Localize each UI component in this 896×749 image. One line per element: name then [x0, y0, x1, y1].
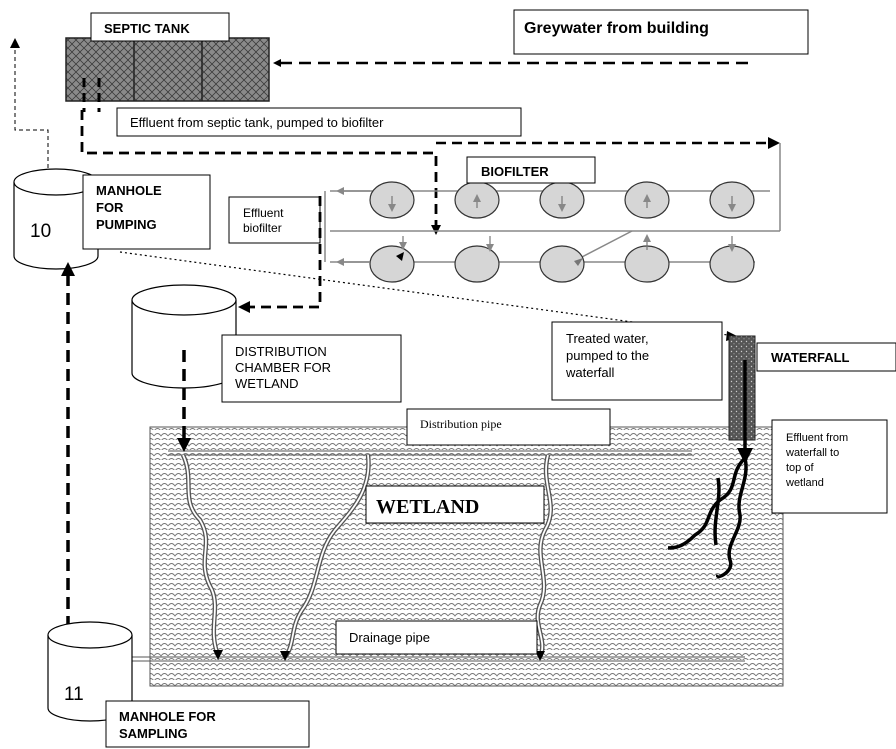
sampling-to-pumping-arrowhead — [61, 262, 75, 276]
biofilter — [324, 143, 781, 283]
greywater-label-box — [513, 9, 809, 55]
effluent-septic-label: Effluent from septic tank, pumped to bio… — [130, 115, 384, 130]
wetland-flow-channels — [180, 454, 553, 659]
waterfall-label-box — [756, 342, 896, 372]
wetland-label: WETLAND — [376, 496, 479, 518]
distribution-chamber — [131, 284, 237, 389]
manhole-sampling-label: MANHOLE FOR SAMPLING — [119, 709, 219, 741]
waterfall-effluent-channels — [667, 456, 748, 579]
effluent-septic-label-box — [116, 107, 522, 137]
manhole-sampling-number: 11 — [64, 684, 84, 705]
chamber-to-wetland-arrowhead — [177, 438, 191, 452]
distribution-chamber-label-box — [221, 334, 402, 403]
biofilter-to-chamber-route — [244, 196, 322, 309]
septic-outlet-pipes — [82, 78, 101, 112]
treated-water-label-box — [551, 321, 723, 401]
manhole-pumping-label-box — [82, 174, 211, 250]
septic-tank — [65, 37, 270, 102]
greywater-label: Greywater from building — [524, 20, 709, 37]
treated-water-label: Treated water, pumped to the waterfall — [565, 331, 653, 380]
effluent-biofilter-label: Effluent biofilter — [243, 206, 287, 235]
manhole-pumping-number: 10 — [30, 221, 51, 242]
distribution-pipe-label: Distribution pipe — [420, 417, 502, 431]
biofilter-label-box — [466, 156, 596, 184]
wetland-label-box — [365, 485, 545, 524]
manhole-sampling-label-box — [105, 700, 310, 748]
distribution-pipe-label-box — [406, 408, 611, 446]
waterfall-label: WATERFALL — [771, 350, 850, 365]
waterfall-structure — [728, 335, 756, 441]
effluent-biofilter-label-box — [228, 196, 321, 244]
biofilter-to-chamber-arrowhead — [238, 301, 250, 313]
treated-water-pump-line — [119, 251, 736, 337]
biofilter-label: BIOFILTER — [481, 164, 549, 179]
waterfall-outlet-arrowhead — [737, 448, 753, 464]
manhole-outlet-line — [14, 45, 49, 168]
effluent-top-arrowhead — [768, 137, 780, 149]
drainage-pipe-label: Drainage pipe — [349, 630, 430, 645]
distribution-chamber-label: DISTRIBUTION CHAMBER FOR WETLAND — [235, 344, 335, 391]
manhole-outlet-arrowhead — [10, 38, 20, 48]
manhole-sampling — [47, 621, 133, 722]
septic-tank-label-box — [90, 12, 230, 42]
effluent-waterfall-label: Effluent from waterfall to top of wetlan… — [785, 432, 851, 489]
drainage-pipe-label-box — [335, 620, 538, 655]
effluent-to-biofilter-arrowhead — [431, 225, 441, 235]
septic-tank-label: SEPTIC TANK — [104, 21, 190, 36]
manhole-pumping-label: MANHOLE FOR PUMPING — [96, 183, 165, 232]
manhole-pumping — [13, 168, 99, 270]
effluent-waterfall-label-box — [771, 419, 888, 514]
